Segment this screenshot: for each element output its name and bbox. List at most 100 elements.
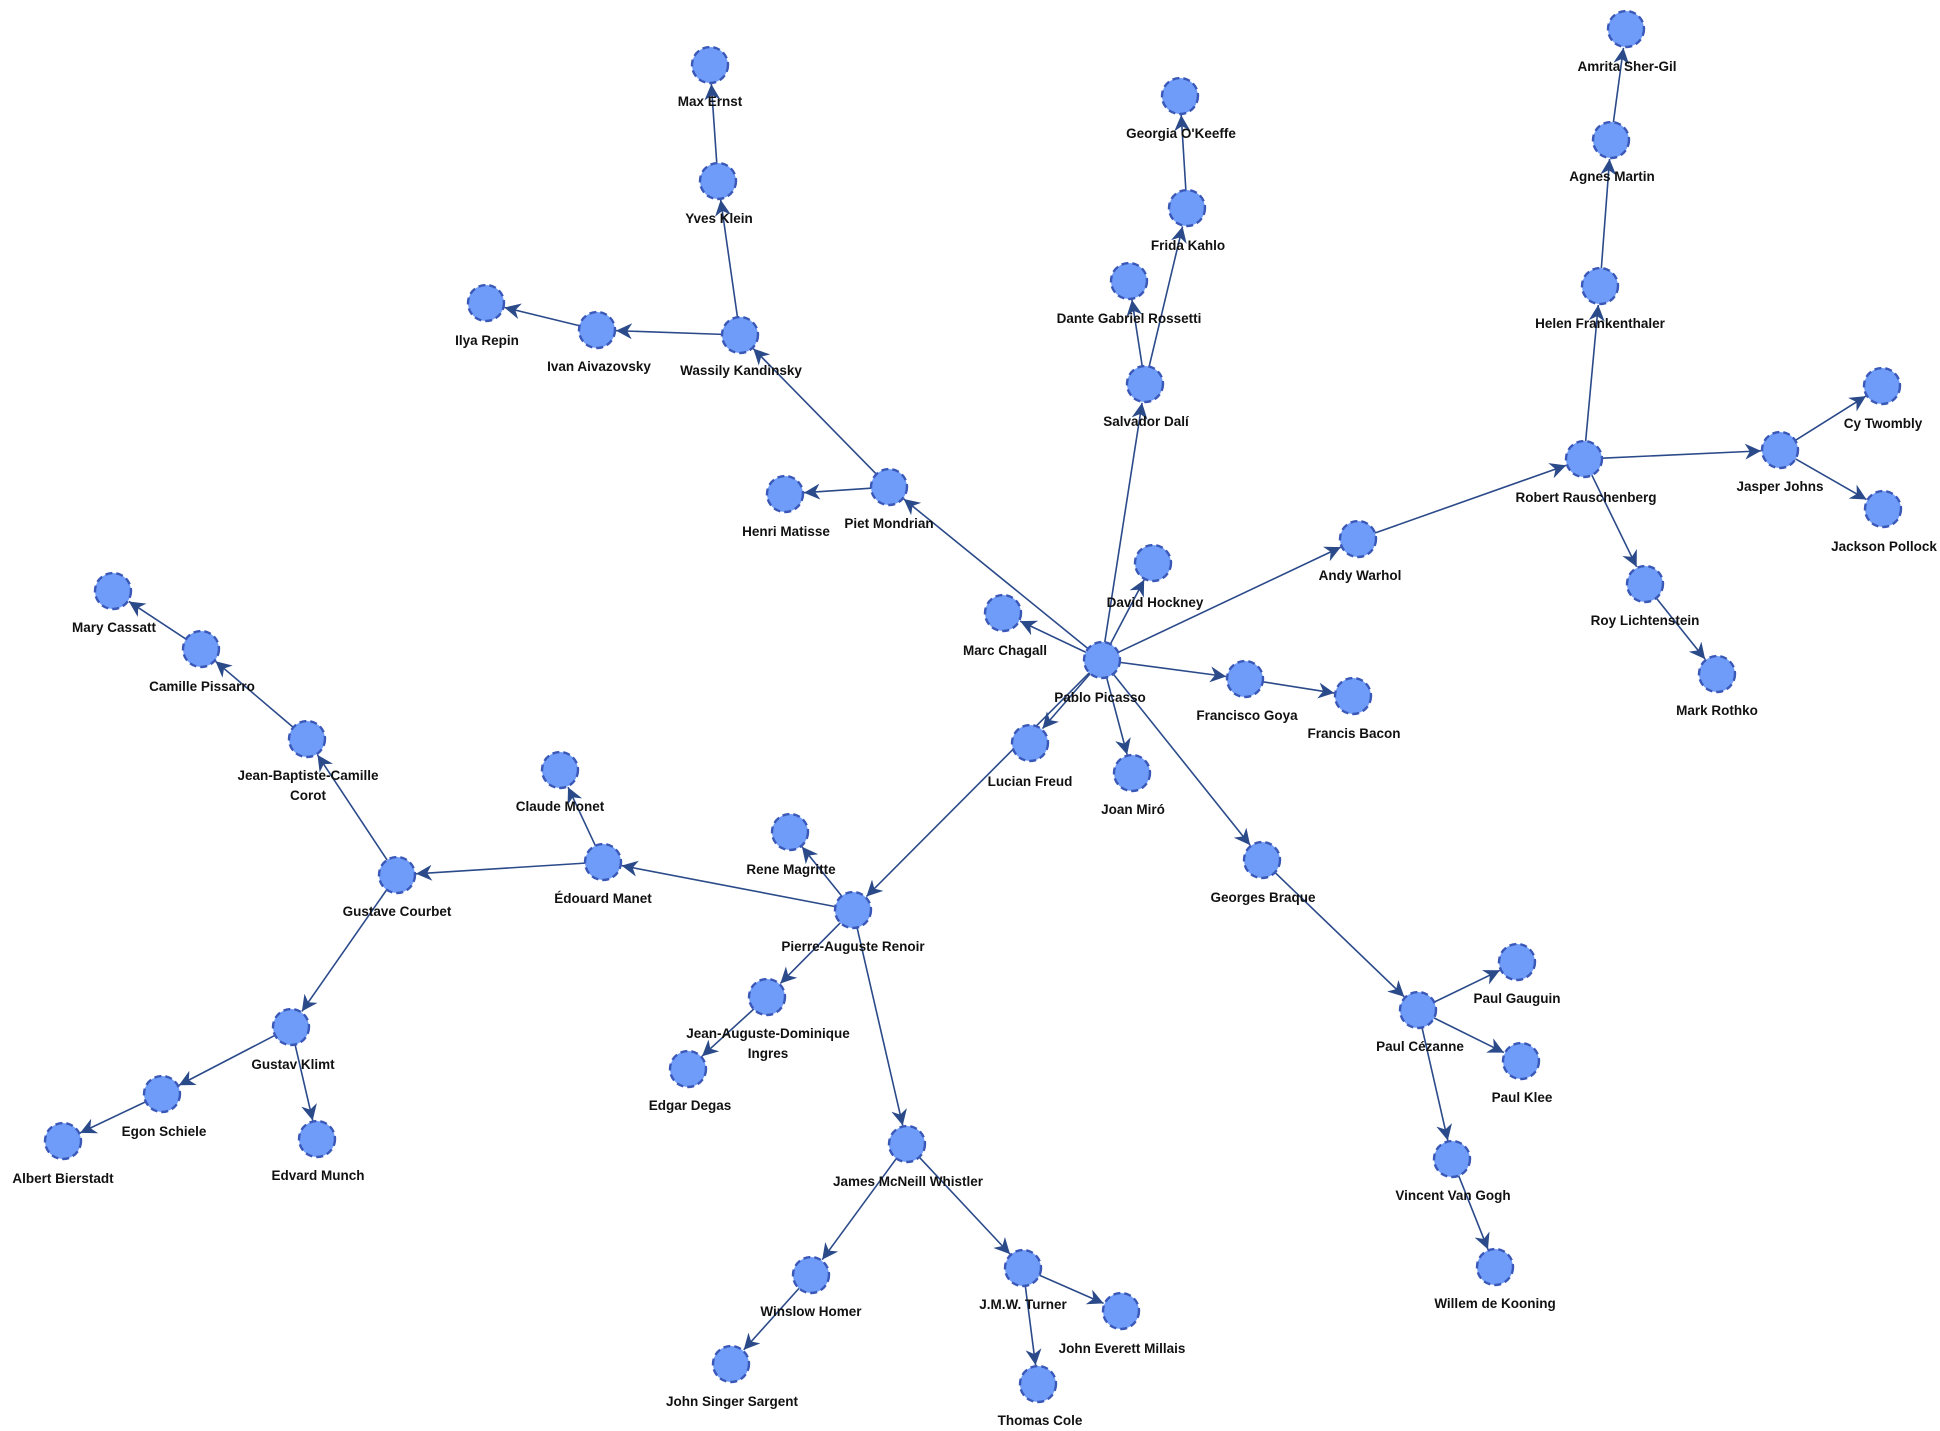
- node-circle[interactable]: [93, 571, 133, 611]
- node-jmw-turner[interactable]: J.M.W. Turner: [979, 1248, 1067, 1312]
- node-helen-frankenthaler[interactable]: Helen Frankenthaler: [1535, 266, 1666, 331]
- node-circle[interactable]: [747, 977, 787, 1017]
- node-circle[interactable]: [1862, 366, 1902, 406]
- node-jasper-johns[interactable]: Jasper Johns: [1736, 430, 1824, 494]
- node-circle[interactable]: [181, 629, 221, 669]
- node-circle[interactable]: [271, 1007, 311, 1047]
- node-circle[interactable]: [983, 593, 1023, 633]
- node-circle[interactable]: [287, 719, 327, 759]
- node-circle[interactable]: [1167, 188, 1207, 228]
- node-dante-gabriel-rossetti[interactable]: Dante Gabriel Rossetti: [1057, 261, 1202, 326]
- node-egon-schiele[interactable]: Egon Schiele: [122, 1074, 207, 1139]
- node-francisco-goya[interactable]: Francisco Goya: [1196, 659, 1298, 723]
- node-circle[interactable]: [869, 467, 909, 507]
- node-ilya-repin[interactable]: Ilya Repin: [455, 283, 519, 348]
- node-circle[interactable]: [1003, 1248, 1043, 1288]
- node-agnes-martin[interactable]: Agnes Martin: [1569, 120, 1655, 184]
- node-circle[interactable]: [1010, 723, 1050, 763]
- node-circle[interactable]: [1760, 430, 1800, 470]
- node-circle[interactable]: [1697, 654, 1737, 694]
- node-winslow-homer[interactable]: Winslow Homer: [760, 1255, 862, 1319]
- node-wassily-kandinsky[interactable]: Wassily Kandinsky: [680, 315, 802, 378]
- node-rene-magritte[interactable]: Rene Magritte: [746, 812, 836, 877]
- node-lucian-freud[interactable]: Lucian Freud: [988, 723, 1073, 789]
- node-david-hockney[interactable]: David Hockney: [1107, 543, 1204, 610]
- node-circle[interactable]: [833, 890, 873, 930]
- node-circle[interactable]: [791, 1255, 831, 1295]
- node-paul-cezanne[interactable]: Paul Cézanne: [1376, 990, 1464, 1054]
- node-georges-braque[interactable]: Georges Braque: [1210, 840, 1316, 905]
- node-circle[interactable]: [1501, 1041, 1541, 1081]
- node-circle[interactable]: [668, 1049, 708, 1089]
- node-circle[interactable]: [540, 750, 580, 790]
- node-circle[interactable]: [1082, 640, 1122, 680]
- node-circle[interactable]: [1863, 489, 1903, 529]
- node-circle[interactable]: [583, 842, 623, 882]
- node-marc-chagall[interactable]: Marc Chagall: [963, 593, 1047, 658]
- node-henri-matisse[interactable]: Henri Matisse: [742, 474, 830, 539]
- node-francis-bacon[interactable]: Francis Bacon: [1307, 676, 1401, 741]
- node-circle[interactable]: [1101, 1291, 1141, 1331]
- node-circle[interactable]: [720, 315, 760, 355]
- node-amrita-sher-gil[interactable]: Amrita Sher-Gil: [1577, 9, 1677, 74]
- node-circle[interactable]: [466, 283, 506, 323]
- node-mary-cassatt[interactable]: Mary Cassatt: [72, 571, 157, 635]
- node-max-ernst[interactable]: Max Ernst: [678, 45, 743, 109]
- node-circle[interactable]: [1591, 120, 1631, 160]
- node-circle[interactable]: [577, 310, 617, 350]
- node-circle[interactable]: [711, 1344, 751, 1384]
- node-pablo-picasso[interactable]: Pablo Picasso: [1054, 640, 1146, 705]
- node-circle[interactable]: [1133, 543, 1173, 583]
- node-circle[interactable]: [1160, 76, 1200, 116]
- node-gustav-klimt[interactable]: Gustav Klimt: [251, 1007, 335, 1072]
- node-edgar-degas[interactable]: Edgar Degas: [649, 1049, 732, 1113]
- node-circle[interactable]: [1125, 364, 1165, 404]
- node-circle[interactable]: [1018, 1364, 1058, 1404]
- node-roy-lichtenstein[interactable]: Roy Lichtenstein: [1591, 564, 1700, 628]
- node-claude-monet[interactable]: Claude Monet: [516, 750, 605, 814]
- node-circle[interactable]: [770, 812, 810, 852]
- node-circle[interactable]: [142, 1074, 182, 1114]
- node-circle[interactable]: [1398, 990, 1438, 1030]
- node-vincent-van-gogh[interactable]: Vincent Van Gogh: [1395, 1139, 1511, 1203]
- node-yves-klein[interactable]: Yves Klein: [685, 161, 753, 226]
- node-circle[interactable]: [1338, 519, 1378, 559]
- node-john-singer-sargent[interactable]: John Singer Sargent: [666, 1344, 799, 1409]
- node-circle[interactable]: [1580, 266, 1620, 306]
- node-circle[interactable]: [377, 855, 417, 895]
- node-circle[interactable]: [690, 45, 730, 85]
- node-circle[interactable]: [1225, 659, 1265, 699]
- node-circle[interactable]: [297, 1119, 337, 1159]
- node-circle[interactable]: [1475, 1247, 1515, 1287]
- node-gustave-courbet[interactable]: Gustave Courbet: [343, 855, 452, 919]
- node-circle[interactable]: [1625, 564, 1665, 604]
- node-salvador-dali[interactable]: Salvador Dalí: [1103, 364, 1190, 429]
- node-circle[interactable]: [887, 1124, 927, 1164]
- node-albert-bierstadt[interactable]: Albert Bierstadt: [12, 1121, 114, 1186]
- node-circle[interactable]: [1333, 676, 1373, 716]
- node-cy-twombly[interactable]: Cy Twombly: [1844, 366, 1923, 431]
- node-thomas-cole[interactable]: Thomas Cole: [998, 1364, 1083, 1428]
- node-circle[interactable]: [1497, 942, 1537, 982]
- node-paul-klee[interactable]: Paul Klee: [1492, 1041, 1553, 1105]
- node-mark-rothko[interactable]: Mark Rothko: [1676, 654, 1758, 718]
- node-ivan-aivazovsky[interactable]: Ivan Aivazovsky: [547, 310, 651, 374]
- node-circle[interactable]: [1242, 840, 1282, 880]
- node-frida-kahlo[interactable]: Frida Kahlo: [1151, 188, 1225, 253]
- node-georgia-okeeffe[interactable]: Georgia O'Keeffe: [1126, 76, 1236, 141]
- node-pierre-auguste-renoir[interactable]: Pierre-Auguste Renoir: [781, 890, 925, 954]
- node-willem-de-kooning[interactable]: Willem de Kooning: [1434, 1247, 1556, 1311]
- node-james-mcneill-whistler[interactable]: James McNeill Whistler: [833, 1124, 984, 1189]
- node-circle[interactable]: [1432, 1139, 1472, 1179]
- node-circle[interactable]: [43, 1121, 83, 1161]
- node-piet-mondrian[interactable]: Piet Mondrian: [844, 467, 934, 531]
- node-jackson-pollock[interactable]: Jackson Pollock: [1831, 489, 1937, 554]
- node-circle[interactable]: [1564, 439, 1604, 479]
- node-circle[interactable]: [1109, 261, 1149, 301]
- node-joan-miro[interactable]: Joan Miró: [1101, 753, 1165, 817]
- node-camille-pissarro[interactable]: Camille Pissarro: [149, 629, 255, 694]
- node-andy-warhol[interactable]: Andy Warhol: [1319, 519, 1402, 583]
- node-edvard-munch[interactable]: Edvard Munch: [271, 1119, 365, 1183]
